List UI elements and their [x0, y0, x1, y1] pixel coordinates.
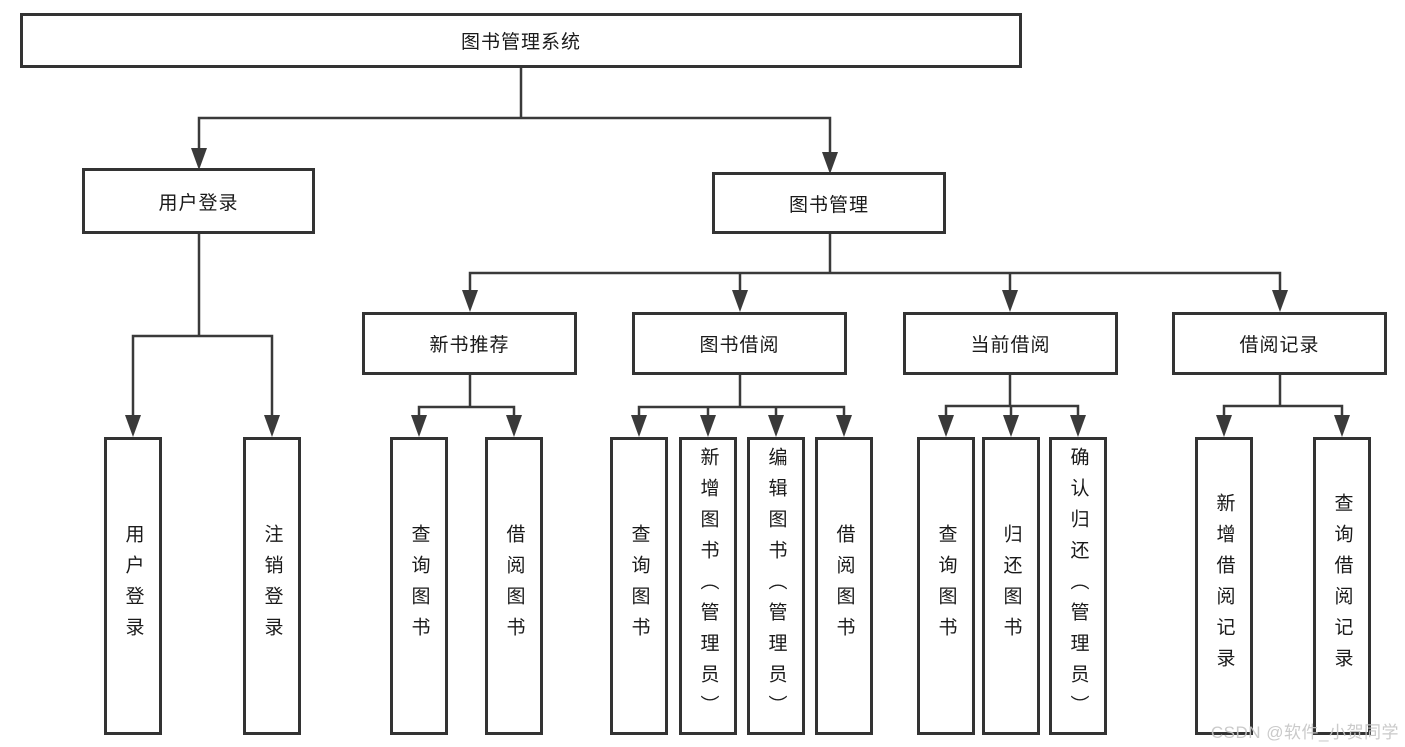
arrow-down-icon — [836, 415, 852, 437]
arrow-down-icon — [1003, 415, 1019, 437]
node-book-management-label: 图书管理 — [788, 194, 869, 216]
leaf-node-query-books-1: 查询图书 — [390, 437, 448, 735]
node-user-login: 用户登录 — [82, 168, 315, 234]
leaf-label: 查询图书 — [935, 524, 957, 648]
arrow-down-icon — [1070, 415, 1086, 437]
node-section-new-book-recommend: 新书推荐 — [362, 312, 577, 375]
connector-line — [417, 405, 516, 417]
leaf-label: 注销登录 — [261, 524, 283, 648]
node-root: 图书管理系统 — [20, 13, 1022, 68]
arrow-down-icon — [1334, 415, 1350, 437]
arrow-down-icon — [462, 290, 478, 312]
leaf-label: 用户登录 — [122, 524, 144, 648]
leaf-node-logout: 注销登录 — [243, 437, 301, 735]
connector-line — [468, 271, 1282, 292]
leaf-label: 查询图书 — [628, 524, 650, 648]
leaf-label: 查询图书 — [408, 524, 430, 648]
leaf-label: 新增借阅记录 — [1213, 493, 1235, 679]
leaf-node-user-login: 用户登录 — [104, 437, 162, 735]
connector-line — [637, 405, 846, 417]
arrow-down-icon — [191, 148, 207, 170]
leaf-node-add-books-admin: 新增图书（管理员） — [679, 437, 737, 735]
leaf-node-add-borrow-record: 新增借阅记录 — [1195, 437, 1253, 735]
section-label: 当前借阅 — [970, 335, 1051, 356]
arrow-down-icon — [938, 415, 954, 437]
connector-line — [131, 334, 274, 417]
leaf-label: 归还图书 — [1000, 524, 1022, 648]
arrow-down-icon — [768, 415, 784, 437]
node-user-login-label: 用户登录 — [158, 192, 239, 214]
arrow-down-icon — [1216, 415, 1232, 437]
arrow-down-icon — [411, 415, 427, 437]
node-section-current-borrow: 当前借阅 — [903, 312, 1118, 375]
node-section-book-borrow: 图书借阅 — [632, 312, 847, 375]
connector-line — [1222, 404, 1344, 417]
arrow-down-icon — [125, 415, 141, 437]
leaf-label: 借阅图书 — [833, 524, 855, 648]
leaf-node-edit-books-admin: 编辑图书（管理员） — [747, 437, 805, 735]
arrow-down-icon — [1002, 290, 1018, 312]
leaf-node-return-books: 归还图书 — [982, 437, 1040, 735]
leaf-label: 编辑图书（管理员） — [765, 446, 787, 726]
leaf-node-query-borrow-record: 查询借阅记录 — [1313, 437, 1371, 735]
arrow-down-icon — [822, 152, 838, 174]
leaf-label: 新增图书（管理员） — [697, 446, 719, 726]
leaf-node-borrow-books-1: 借阅图书 — [485, 437, 543, 735]
arrow-down-icon — [264, 415, 280, 437]
leaf-label: 借阅图书 — [503, 524, 525, 648]
node-section-borrow-records: 借阅记录 — [1172, 312, 1387, 375]
arrow-down-icon — [631, 415, 647, 437]
leaf-node-borrow-books-2: 借阅图书 — [815, 437, 873, 735]
section-label: 图书借阅 — [699, 335, 780, 356]
arrow-down-icon — [700, 415, 716, 437]
arrow-down-icon — [732, 290, 748, 312]
section-label: 新书推荐 — [429, 335, 510, 356]
section-label: 借阅记录 — [1239, 335, 1320, 356]
arrow-down-icon — [506, 415, 522, 437]
leaf-node-confirm-return-admin: 确认归还（管理员） — [1049, 437, 1107, 735]
connector-line — [197, 116, 832, 152]
leaf-node-query-books-2: 查询图书 — [610, 437, 668, 735]
csdn-watermark: CSDN @软件_小贺同学 — [1210, 723, 1399, 742]
leaf-node-query-books-3: 查询图书 — [917, 437, 975, 735]
arrow-down-icon — [1272, 290, 1288, 312]
leaf-label: 查询借阅记录 — [1331, 493, 1353, 679]
node-root-label: 图书管理系统 — [460, 32, 581, 53]
leaf-label: 确认归还（管理员） — [1067, 446, 1089, 726]
node-book-management: 图书管理 — [712, 172, 946, 234]
